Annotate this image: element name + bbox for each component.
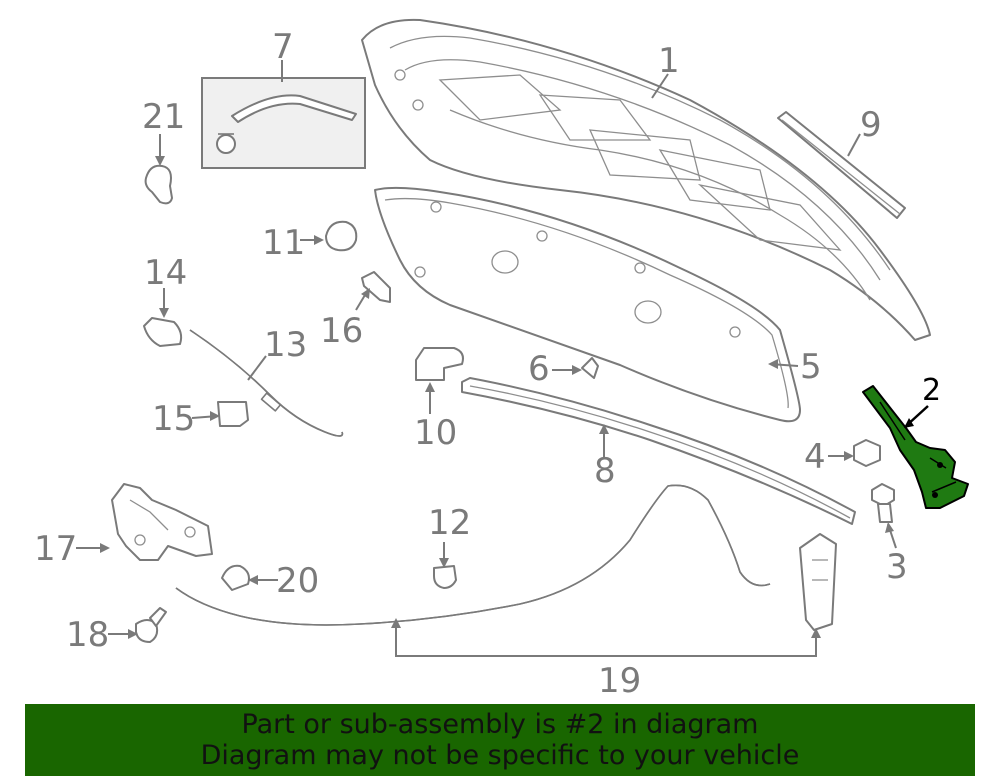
callout-2: 2 — [922, 373, 941, 408]
prop-rod-13 — [189, 329, 344, 437]
bolt-18 — [135, 607, 167, 643]
connector-21 — [144, 164, 173, 205]
hood-insulator — [374, 186, 801, 423]
callout-13: 13 — [264, 325, 307, 365]
nut-4 — [853, 439, 881, 467]
clip-20 — [221, 564, 250, 591]
callout-6: 6 — [528, 349, 550, 389]
latch-17 — [111, 483, 213, 561]
callout-9: 9 — [860, 105, 882, 145]
clip-11 — [325, 220, 358, 252]
parts-diagram: 1 2 3 4 5 6 7 8 9 10 11 12 13 14 15 16 1… — [34, 18, 969, 700]
callout-15: 15 — [152, 399, 195, 439]
callout-numbers: 1 2 3 4 5 6 7 8 9 10 11 12 13 14 15 16 1… — [34, 27, 941, 700]
molding-inset — [201, 77, 366, 169]
callout-20: 20 — [276, 561, 319, 601]
callout-18: 18 — [66, 615, 109, 655]
hood-rear-seal — [461, 377, 856, 525]
hood-hinge-highlighted — [862, 385, 969, 509]
callout-14: 14 — [144, 253, 187, 293]
grommet-12 — [433, 565, 457, 589]
arrowhead-2 — [904, 418, 914, 428]
callout-4: 4 — [804, 437, 826, 477]
callout-19: 19 — [598, 661, 641, 700]
info-banner: Part or sub-assembly is #2 in diagram Di… — [25, 704, 975, 776]
hood-seal — [777, 111, 906, 219]
banner-line-1: Part or sub-assembly is #2 in diagram — [241, 709, 759, 740]
callout-21: 21 — [142, 97, 185, 137]
callout-8: 8 — [594, 451, 616, 491]
callout-16: 16 — [320, 311, 363, 351]
bumper-16 — [361, 271, 391, 303]
callout-10: 10 — [414, 413, 457, 453]
callout-1: 1 — [658, 41, 680, 81]
callout-5: 5 — [800, 347, 822, 387]
release-cable-19 — [175, 484, 837, 631]
callout-3: 3 — [886, 547, 908, 587]
callout-12: 12 — [428, 503, 471, 543]
bolt-3 — [871, 483, 895, 523]
banner-line-2: Diagram may not be specific to your vehi… — [200, 740, 800, 771]
push-pin-6 — [581, 357, 599, 379]
bracket-10 — [415, 347, 464, 381]
clip-14 — [143, 317, 183, 347]
hood-panel — [361, 18, 931, 341]
callout-7: 7 — [272, 27, 294, 67]
callout-11: 11 — [262, 223, 305, 263]
callout-17: 17 — [34, 529, 77, 569]
arrowheads — [100, 156, 894, 639]
clip-15 — [217, 401, 249, 427]
